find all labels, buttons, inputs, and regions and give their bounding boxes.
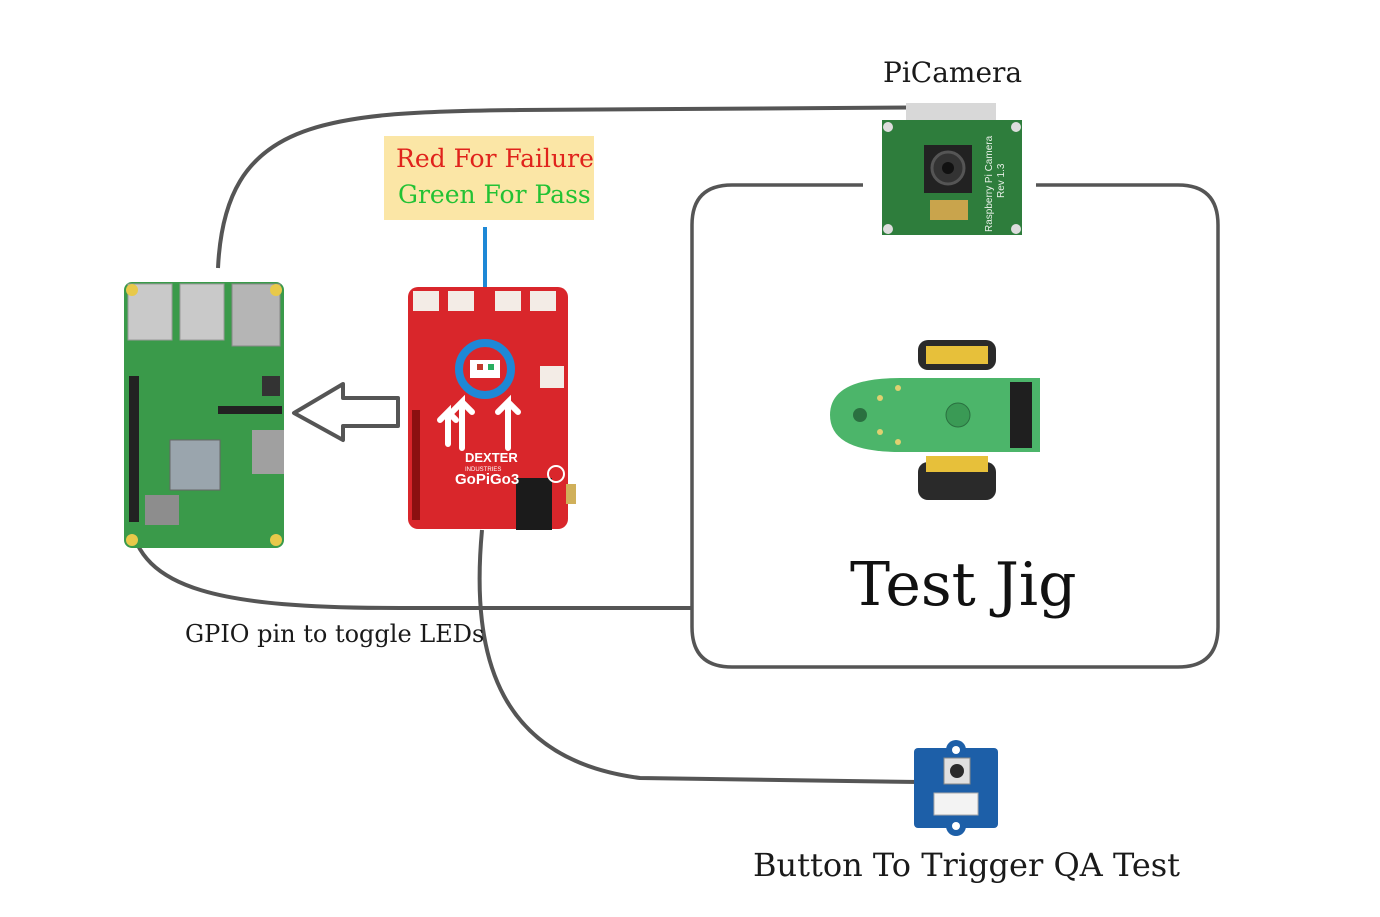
camera-cable bbox=[216, 105, 996, 269]
camera-silkscreen-2: Rev 1.3 bbox=[996, 163, 1007, 198]
gopigo-robot bbox=[830, 340, 1040, 500]
button-label: Button To Trigger QA Test bbox=[753, 846, 1181, 884]
test-jig-frame bbox=[690, 183, 1220, 669]
picamera-label: PiCamera bbox=[883, 56, 1023, 89]
gopigo-name-text: GoPiGo3 bbox=[455, 471, 519, 488]
legend-pass-text: Green For Pass bbox=[398, 180, 591, 209]
grove-button-module bbox=[914, 740, 998, 836]
led-highlight-ring bbox=[455, 339, 515, 399]
gopigo-brand-text: DEXTER bbox=[465, 450, 518, 465]
gpio-label: GPIO pin to toggle LEDs bbox=[185, 620, 485, 648]
raspberry-pi-board bbox=[124, 282, 284, 548]
camera-silkscreen-1: Raspberry Pi Camera bbox=[984, 135, 995, 232]
left-arrow-icon bbox=[292, 382, 400, 442]
legend-box bbox=[384, 136, 594, 220]
legend-failure-text: Red For Failure bbox=[396, 144, 594, 173]
test-jig-label: Test Jig bbox=[850, 550, 1077, 620]
picamera-board: Raspberry Pi Camera Rev 1.3 bbox=[882, 103, 1022, 235]
gopigo-sub-text: INDUSTRIES bbox=[465, 467, 501, 473]
button-cable bbox=[477, 529, 919, 784]
gopigo3-board: DEXTER INDUSTRIES GoPiGo3 bbox=[408, 287, 576, 530]
